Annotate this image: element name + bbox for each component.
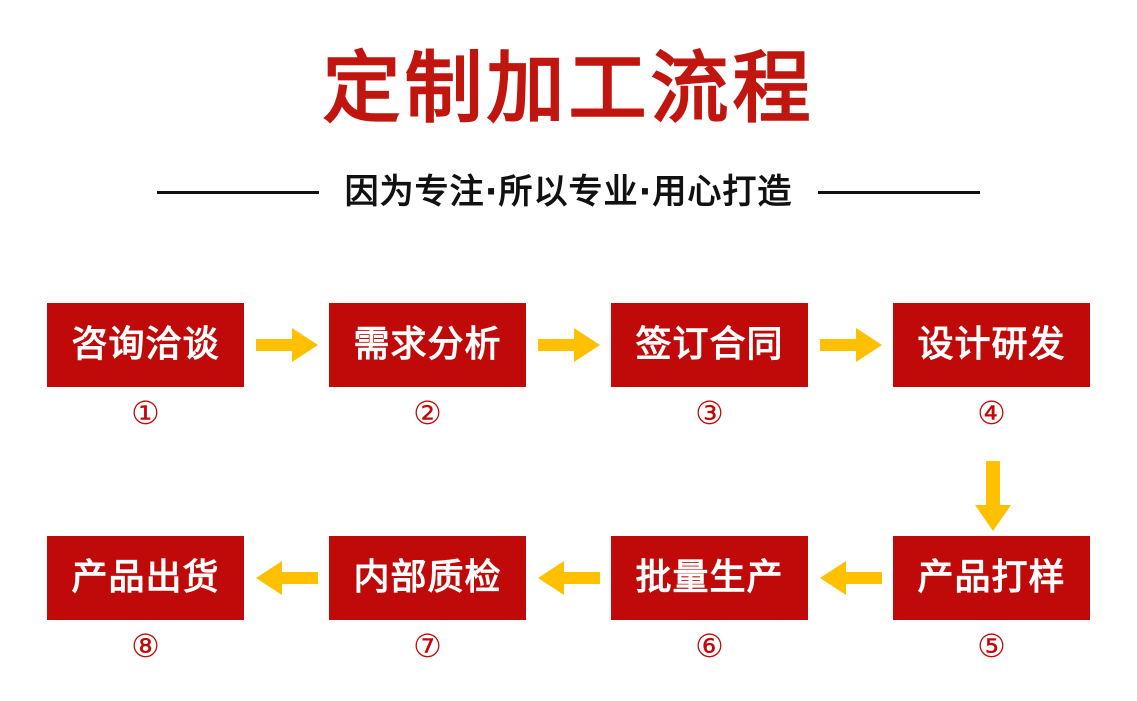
header: 定制加工流程 因为专注·所以专业·用心打造 xyxy=(0,0,1137,240)
subtitle-rule-right xyxy=(818,190,981,194)
step-box[interactable]: 产品出货 xyxy=(47,536,244,620)
step-label: 内部质检 xyxy=(353,557,502,598)
step-number-badge: ⑤ xyxy=(977,627,1006,665)
step-box[interactable]: 批量生产 xyxy=(611,536,808,620)
page-title: 定制加工流程 xyxy=(322,44,815,134)
flow-row-top: 咨询洽谈 ① 需求分析 ② 签订合同 ③ 设计研发 ④ xyxy=(47,303,1090,449)
step-box[interactable]: 需求分析 xyxy=(329,303,526,387)
flow-step-8[interactable]: 产品出货 ⑧ xyxy=(47,536,244,663)
step-number-badge: ⑧ xyxy=(131,627,160,665)
arrow-left-icon xyxy=(527,536,611,620)
step-number-badge: ② xyxy=(413,394,442,432)
arrow-left-icon xyxy=(245,536,329,620)
flow-step-2[interactable]: 需求分析 ② xyxy=(329,303,526,430)
step-number-badge: ③ xyxy=(695,394,724,432)
step-number-badge: ⑥ xyxy=(695,627,724,665)
flow-step-3[interactable]: 签订合同 ③ xyxy=(611,303,808,430)
step-number-badge: ① xyxy=(131,394,160,432)
step-number-badge: ⑦ xyxy=(413,627,442,665)
arrow-left-icon xyxy=(809,536,893,620)
arrow-down-icon xyxy=(968,460,1018,532)
page-subtitle: 因为专注·所以专业·用心打造 xyxy=(344,172,793,212)
step-label: 签订合同 xyxy=(635,324,784,365)
step-box[interactable]: 咨询洽谈 xyxy=(47,303,244,387)
flow-step-5[interactable]: 产品打样 ⑤ xyxy=(893,536,1090,663)
step-label: 批量生产 xyxy=(635,557,784,598)
step-number-badge: ④ xyxy=(977,394,1006,432)
flow-step-7[interactable]: 内部质检 ⑦ xyxy=(329,536,526,663)
step-label: 需求分析 xyxy=(353,324,502,365)
step-box[interactable]: 内部质检 xyxy=(329,536,526,620)
arrow-right-icon xyxy=(245,303,329,387)
subtitle-rule-left xyxy=(156,190,319,194)
step-label: 设计研发 xyxy=(917,324,1066,365)
arrow-right-icon xyxy=(809,303,893,387)
arrow-right-icon xyxy=(527,303,611,387)
step-box[interactable]: 签订合同 xyxy=(611,303,808,387)
step-label: 产品出货 xyxy=(71,557,220,598)
step-label: 咨询洽谈 xyxy=(71,324,220,365)
step-box[interactable]: 产品打样 xyxy=(893,536,1090,620)
flow-step-6[interactable]: 批量生产 ⑥ xyxy=(611,536,808,663)
subtitle-row: 因为专注·所以专业·用心打造 xyxy=(0,166,1137,218)
flow-step-1[interactable]: 咨询洽谈 ① xyxy=(47,303,244,430)
flow-row-bottom: 产品出货 ⑧ 内部质检 ⑦ 批量生产 ⑥ 产品打样 ⑤ xyxy=(47,536,1090,682)
step-box[interactable]: 设计研发 xyxy=(893,303,1090,387)
step-label: 产品打样 xyxy=(917,557,1066,598)
flow-step-4[interactable]: 设计研发 ④ xyxy=(893,303,1090,430)
